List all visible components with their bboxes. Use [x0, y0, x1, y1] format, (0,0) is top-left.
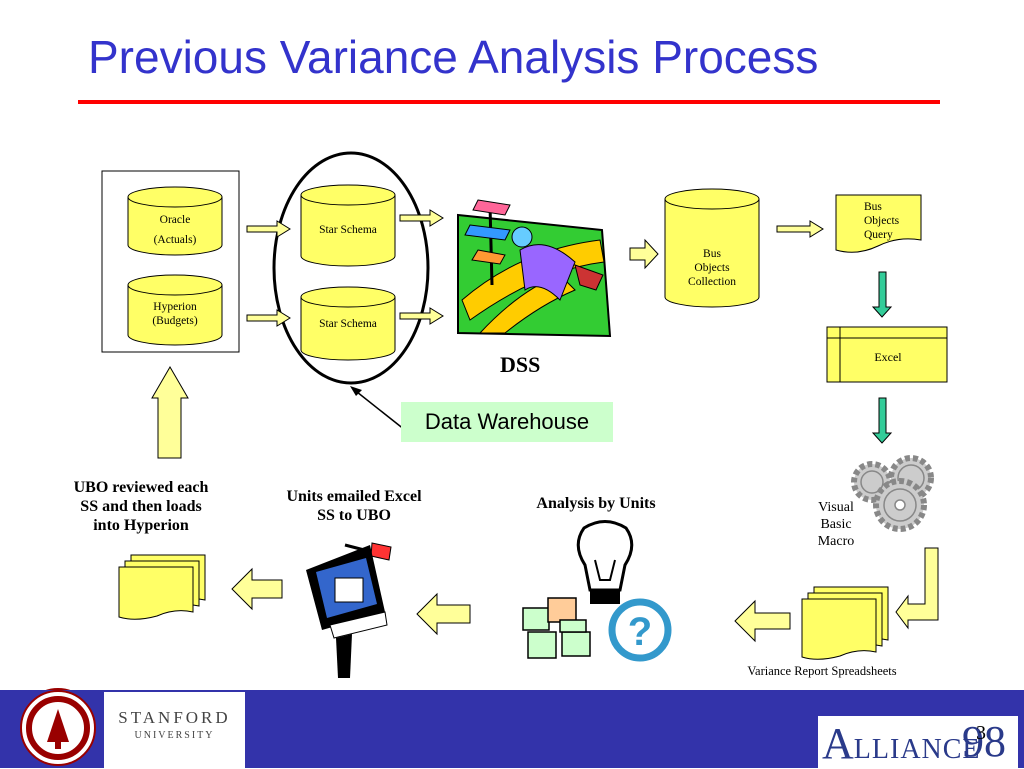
units-emailed-label: Units emailed Excel SS to UBO: [286, 488, 422, 525]
variance-report-label: Variance Report Spreadsheets: [747, 664, 897, 678]
email-computer-icon: [306, 542, 392, 678]
alliance-logo: ALLIANCE: [822, 718, 981, 769]
stanford-logo-box: [104, 692, 245, 768]
arrow-bus-to-query: [776, 220, 824, 238]
title-underline: [78, 100, 940, 104]
alliance-logo-box: [818, 716, 1018, 768]
star-schema-1-icon: [300, 184, 396, 267]
alliance-year: 98: [962, 717, 1006, 766]
dss-clipart-icon: [457, 199, 612, 338]
excel-label: Excel: [874, 350, 902, 364]
star-schema-2-icon: [300, 286, 396, 361]
pointer-arrowhead: [350, 386, 362, 396]
arrow-email-to-ubo: [231, 567, 283, 611]
arrow-ubo-to-hyperion: [151, 366, 189, 459]
ubo-reviewed-label: UBO reviewed each SS and then loads into…: [73, 479, 209, 535]
data-warehouse-pointer: [351, 387, 406, 431]
arrow-query-to-excel: [871, 271, 893, 318]
alliance-word: LLIANCE: [853, 734, 981, 765]
bus-objects-query-label: Bus Objects Query: [864, 201, 900, 241]
stanford-university-wordmark: UNIVERSITY: [134, 730, 215, 741]
arrow-excel-to-macro: [871, 397, 893, 444]
page-title: Previous Variance Analysis Process: [88, 31, 819, 83]
star-schema-2-label: Star Schema: [319, 318, 377, 330]
hyperion-label: Hyperion (Budgets): [152, 301, 198, 327]
excel-box-icon: [826, 326, 948, 383]
stanford-seal-wrapper: [20, 690, 96, 766]
data-warehouse-label: Data Warehouse: [401, 402, 613, 442]
arrow-analysis-to-email: [416, 592, 471, 636]
arrow-report-to-analysis: [734, 599, 791, 643]
arrow-macro-to-report: [895, 547, 939, 630]
analysis-clipart-icon: ?: [522, 520, 672, 662]
hyperion-database-icon: [127, 274, 223, 346]
arrow-hyperion-to-star: [246, 309, 291, 327]
arrow-star1-to-dss: [399, 209, 444, 227]
alliance-initial: A: [822, 719, 854, 768]
dss-label: DSS: [500, 352, 541, 377]
analysis-by-units-label: Analysis by Units: [536, 495, 656, 512]
oracle-database-icon: [127, 186, 223, 256]
gears-icon: [851, 455, 934, 532]
bus-objects-collection-icon: [664, 188, 760, 308]
bus-objects-query-doc-icon: [835, 194, 922, 253]
oracle-label: Oracle (Actuals): [153, 214, 197, 246]
data-warehouse-outline: [272, 151, 430, 385]
arrow-dss-to-bus: [629, 238, 659, 270]
bus-objects-collection-label: Bus Objects Collection: [688, 248, 736, 288]
svg-text:?: ?: [628, 610, 652, 654]
star-schema-1-label: Star Schema: [319, 224, 377, 236]
page-number: 3: [976, 722, 986, 744]
stanford-wordmark: STANFORD: [118, 708, 231, 727]
variance-report-docs-icon: [801, 586, 889, 660]
visual-basic-macro-label: Visual Basic Macro: [817, 500, 855, 549]
arrow-star2-to-dss: [399, 307, 444, 325]
arrow-oracle-to-star: [246, 220, 291, 238]
ubo-docs-icon: [118, 554, 206, 620]
